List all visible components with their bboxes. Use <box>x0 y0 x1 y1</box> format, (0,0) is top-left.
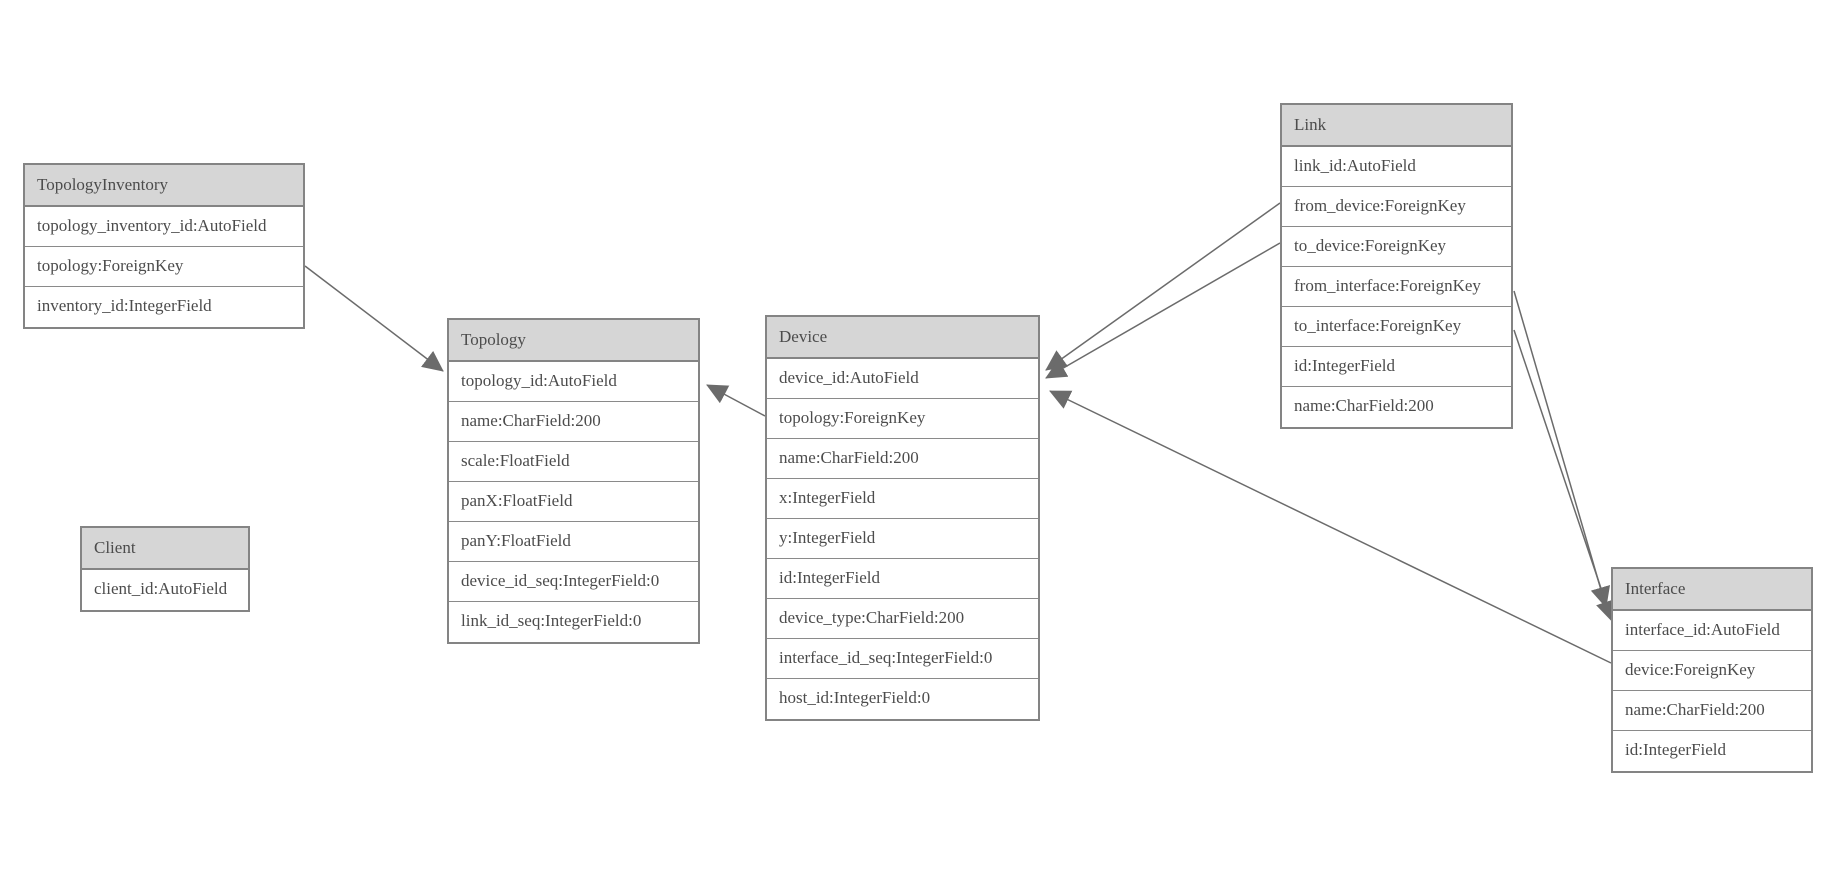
entity-title-device: Device <box>767 317 1038 359</box>
entity-field: to_device:ForeignKey <box>1282 227 1511 267</box>
entity-field: topology:ForeignKey <box>25 247 303 287</box>
relation-link-from-interface <box>1513 290 1611 608</box>
relation-topologyinventory-topology <box>304 265 444 372</box>
entity-field: topology_id:AutoField <box>449 362 698 402</box>
entity-field: device_id_seq:IntegerField:0 <box>449 562 698 602</box>
entity-field: inventory_id:IntegerField <box>25 287 303 327</box>
relation-link-from-device <box>1045 202 1281 371</box>
entity-field: from_device:ForeignKey <box>1282 187 1511 227</box>
entity-field: host_id:IntegerField:0 <box>767 679 1038 719</box>
entity-field: name:CharField:200 <box>1282 387 1511 427</box>
relation-link-to-device <box>1045 242 1281 379</box>
relation-device-topology <box>706 384 766 417</box>
entity-title-link: Link <box>1282 105 1511 147</box>
entity-field: id:IntegerField <box>1613 731 1811 771</box>
entity-field: panX:FloatField <box>449 482 698 522</box>
entity-field: from_interface:ForeignKey <box>1282 267 1511 307</box>
entity-client: Client client_id:AutoField <box>80 526 250 612</box>
entity-field: scale:FloatField <box>449 442 698 482</box>
relation-link-to-interface <box>1513 329 1616 622</box>
entity-field: client_id:AutoField <box>82 570 248 610</box>
entity-topologyinventory: TopologyInventory topology_inventory_id:… <box>23 163 305 329</box>
entity-field: x:IntegerField <box>767 479 1038 519</box>
entity-title-topology: Topology <box>449 320 698 362</box>
entity-field: to_interface:ForeignKey <box>1282 307 1511 347</box>
entity-fields-client: client_id:AutoField <box>82 570 248 610</box>
entity-title-interface: Interface <box>1613 569 1811 611</box>
entity-field: name:CharField:200 <box>449 402 698 442</box>
entity-field: y:IntegerField <box>767 519 1038 559</box>
entity-field: device_id:AutoField <box>767 359 1038 399</box>
entity-field: interface_id:AutoField <box>1613 611 1811 651</box>
entity-field: topology:ForeignKey <box>767 399 1038 439</box>
entity-field: panY:FloatField <box>449 522 698 562</box>
entity-field: name:CharField:200 <box>1613 691 1811 731</box>
entity-field: name:CharField:200 <box>767 439 1038 479</box>
entity-field: link_id:AutoField <box>1282 147 1511 187</box>
entity-field: device_type:CharField:200 <box>767 599 1038 639</box>
entity-field: id:IntegerField <box>767 559 1038 599</box>
entity-field: link_id_seq:IntegerField:0 <box>449 602 698 642</box>
entity-field: topology_inventory_id:AutoField <box>25 207 303 247</box>
relation-interface-device <box>1049 390 1612 664</box>
entity-title-client: Client <box>82 528 248 570</box>
entity-title-topologyinventory: TopologyInventory <box>25 165 303 207</box>
entity-field: interface_id_seq:IntegerField:0 <box>767 639 1038 679</box>
entity-field: id:IntegerField <box>1282 347 1511 387</box>
entity-field: device:ForeignKey <box>1613 651 1811 691</box>
